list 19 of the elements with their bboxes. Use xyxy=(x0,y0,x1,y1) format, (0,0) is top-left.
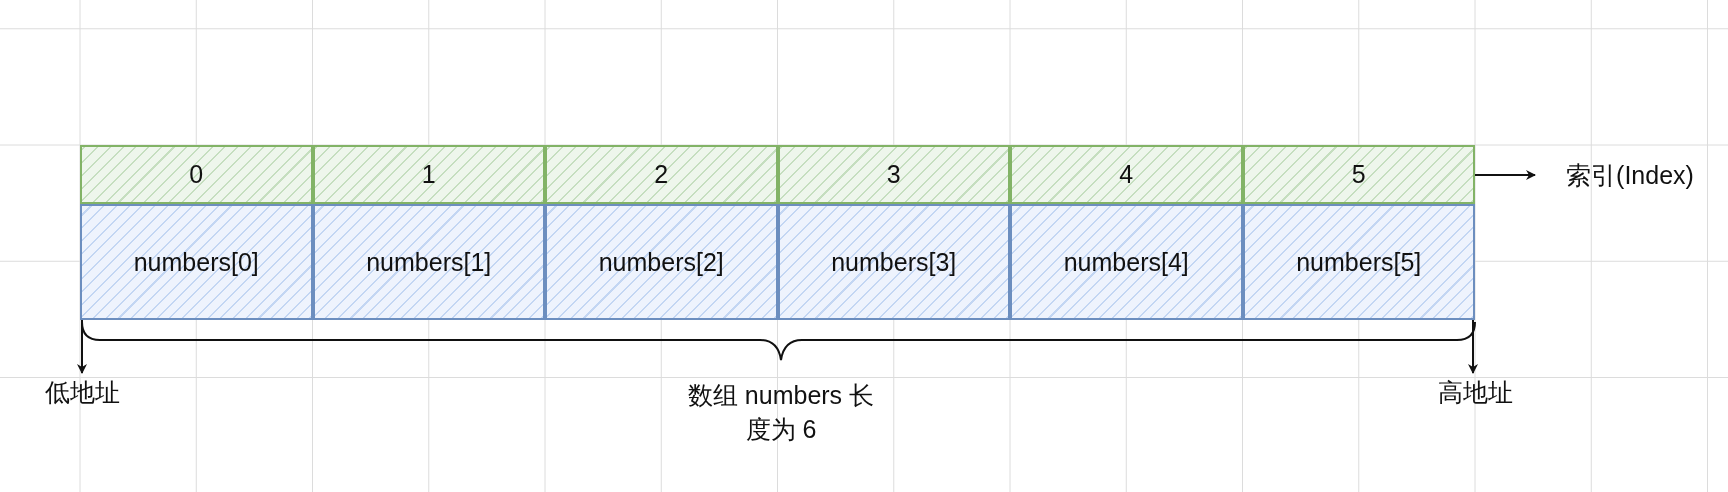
arrow xyxy=(1468,319,1478,374)
arrow xyxy=(1474,170,1536,180)
index-cell: 2 xyxy=(545,145,778,204)
index-cell: 4 xyxy=(1010,145,1243,204)
high-address-label: 高地址 xyxy=(1415,374,1535,410)
array-cell: numbers[3] xyxy=(777,204,1010,320)
array-cell: numbers[5] xyxy=(1242,204,1475,320)
index-label: 索引(Index) xyxy=(1537,157,1723,193)
index-cell: 5 xyxy=(1242,145,1475,204)
index-cell: 0 xyxy=(80,145,313,204)
array-cell: numbers[0] xyxy=(80,204,313,320)
arrow xyxy=(77,319,87,374)
array-cell: numbers[1] xyxy=(312,204,545,320)
index-cell: 3 xyxy=(777,145,1010,204)
low-address-label: 低地址 xyxy=(22,374,142,410)
array-cell: numbers[4] xyxy=(1010,204,1243,320)
index-cell: 1 xyxy=(312,145,545,204)
array-caption: 数组 numbers 长度为 6 xyxy=(686,380,876,445)
array-cell: numbers[2] xyxy=(545,204,778,320)
